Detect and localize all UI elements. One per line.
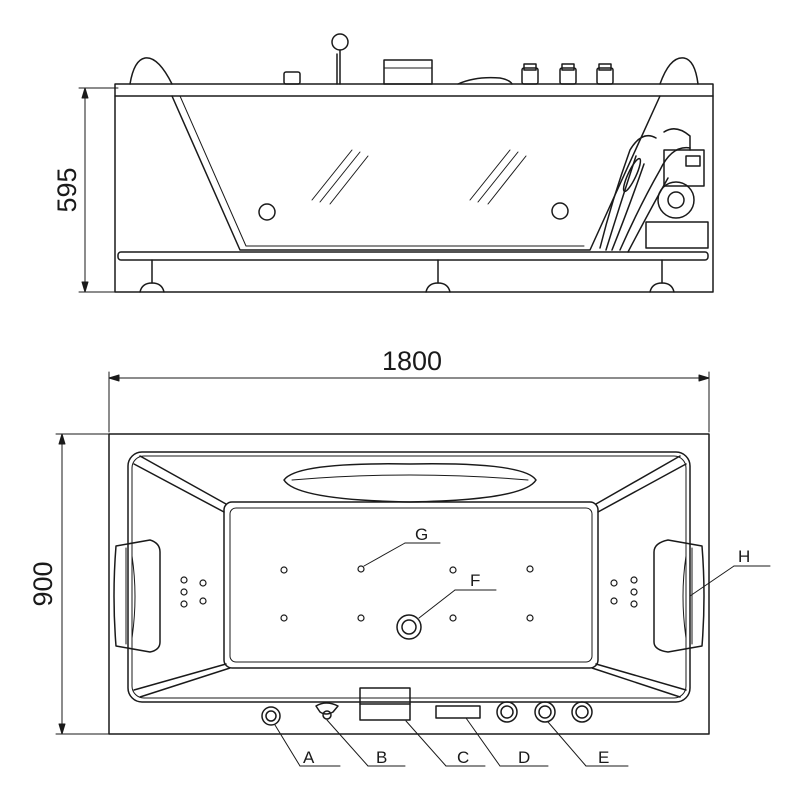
width-dimension <box>55 433 110 735</box>
top-pillow <box>283 463 537 503</box>
side-pillow-top <box>457 76 513 85</box>
label-b: B <box>376 748 387 767</box>
top-basin-floor <box>223 501 599 669</box>
length-label: 1800 <box>382 346 442 376</box>
control-e-knobs <box>496 701 593 723</box>
control-a <box>261 706 281 726</box>
label-f: F <box>470 571 480 590</box>
control-c-panel <box>359 687 411 721</box>
top-headrest-left <box>113 539 161 653</box>
top-outer-rim <box>108 433 710 735</box>
side-view: 595 <box>52 33 714 293</box>
side-control-panel <box>383 59 433 85</box>
label-h: H <box>738 547 750 566</box>
top-slope-lines <box>133 455 687 698</box>
label-d: D <box>518 748 530 767</box>
label-c: C <box>457 748 469 767</box>
label-e: E <box>598 748 609 767</box>
side-taps <box>521 63 614 85</box>
side-headrest-left <box>129 57 173 85</box>
control-b-shower <box>315 702 339 720</box>
width-label: 900 <box>28 561 58 606</box>
drain-f <box>396 614 422 640</box>
side-light-right <box>551 202 569 220</box>
height-dimension <box>78 87 119 293</box>
label-g: G <box>415 525 428 544</box>
side-base-plate <box>117 251 709 261</box>
top-basin-edge <box>127 451 691 703</box>
side-legs <box>139 259 675 293</box>
floor-jets <box>280 565 534 622</box>
control-d-spout <box>435 705 481 719</box>
side-pump-assembly <box>599 128 709 253</box>
height-label: 595 <box>52 167 82 212</box>
side-jets-left <box>180 576 207 608</box>
leader-lines <box>274 542 771 767</box>
side-jets-right <box>610 576 638 608</box>
side-light-left <box>258 203 276 221</box>
top-headrest-right <box>653 539 705 653</box>
glass-reflection-left <box>311 149 369 205</box>
top-view: 1800 900 <box>28 346 771 767</box>
side-shower-handset <box>331 33 349 85</box>
length-dimension <box>108 371 710 433</box>
side-headrest-right <box>659 57 699 85</box>
side-tub-shell <box>171 95 661 251</box>
glass-reflection-right <box>469 149 527 205</box>
label-a: A <box>303 748 315 767</box>
side-fill-spout <box>283 71 301 85</box>
